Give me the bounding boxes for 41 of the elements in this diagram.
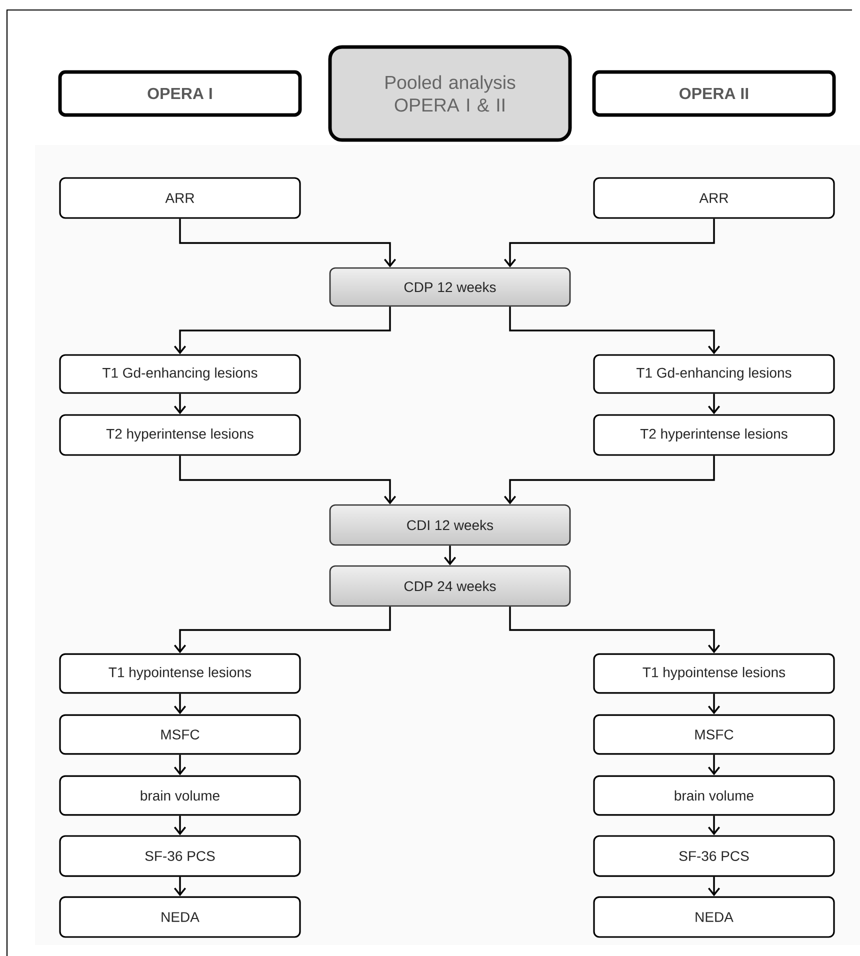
process-box: MSFC (59, 714, 301, 755)
arrow (509, 606, 720, 654)
arrow (174, 394, 186, 414)
process-box: ARR (59, 177, 301, 219)
process-box: CDI 12 weeks (329, 504, 571, 546)
process-box: T1 hypointense lesions (59, 653, 301, 694)
arrow (708, 754, 720, 776)
header-box: OPERA II (592, 70, 836, 117)
process-box: T2 hyperintense lesions (593, 414, 835, 456)
arrow (174, 606, 391, 654)
process-box: brain volume (59, 775, 301, 816)
process-box: T1 Gd-enhancing lesions (59, 354, 301, 394)
arrow (174, 876, 186, 896)
arrow (504, 456, 715, 504)
process-box: SF-36 PCS (593, 835, 835, 877)
process-box: T1 Gd-enhancing lesions (593, 354, 835, 394)
header-box: Pooled analysis OPERA I & II (328, 45, 572, 142)
arrow (444, 546, 456, 566)
process-box: NEDA (593, 896, 835, 938)
arrow (174, 306, 391, 354)
arrow (708, 816, 720, 836)
arrow (708, 694, 720, 714)
header-box: OPERA I (58, 70, 302, 117)
process-box: T2 hyperintense lesions (59, 414, 301, 456)
arrow (509, 306, 720, 354)
arrow (179, 218, 396, 268)
process-box: CDP 24 weeks (329, 565, 571, 607)
process-box: ARR (593, 177, 835, 219)
process-box: NEDA (59, 896, 301, 938)
arrow (708, 876, 720, 896)
process-box: T1 hypointense lesions (593, 653, 835, 694)
process-box: MSFC (593, 714, 835, 755)
arrow (504, 218, 715, 268)
arrow (174, 816, 186, 836)
process-box: brain volume (593, 775, 835, 816)
process-box: SF-36 PCS (59, 835, 301, 877)
arrow (174, 694, 186, 714)
process-box: CDP 12 weeks (329, 267, 571, 307)
arrow (174, 754, 186, 776)
arrow (708, 394, 720, 414)
arrow (179, 456, 396, 504)
